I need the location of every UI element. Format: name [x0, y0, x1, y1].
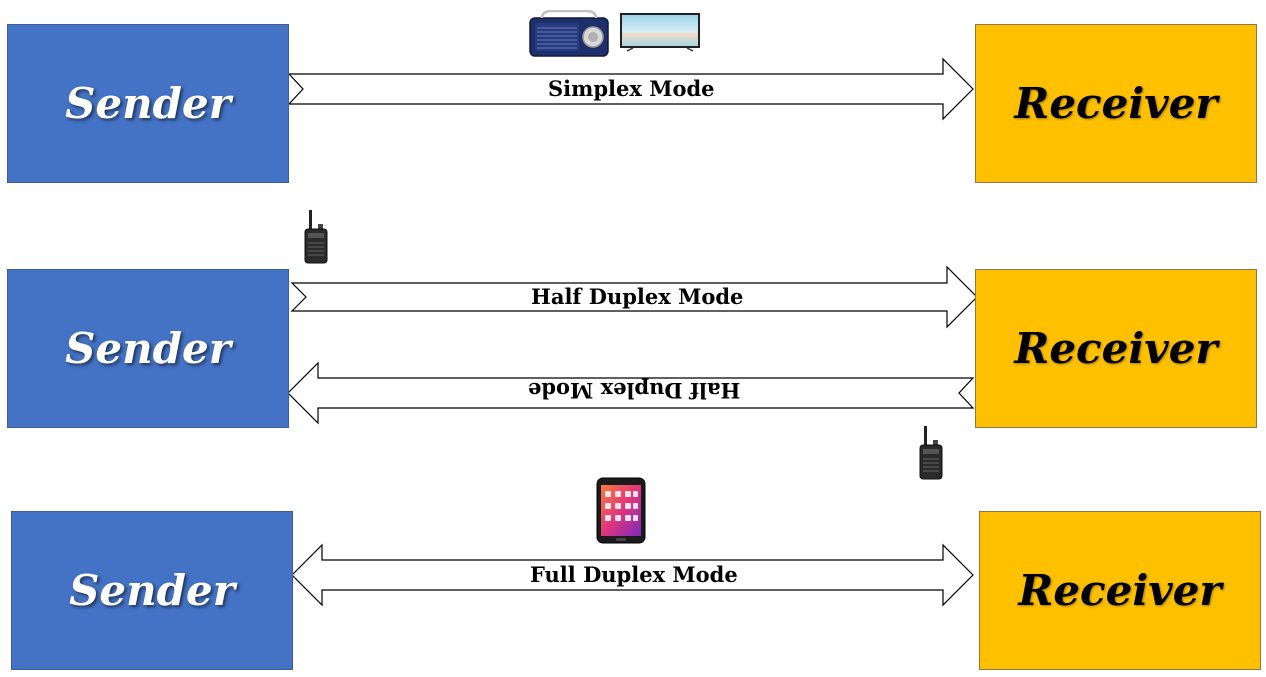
radio-icon	[529, 10, 609, 57]
sender-box-half-duplex: Sender	[7, 269, 289, 428]
smartphone-icon	[596, 477, 646, 544]
receiver-box-full-duplex: Receiver	[979, 511, 1261, 670]
half-duplex-reverse-mode-label: Half Duplex Mode	[528, 378, 741, 403]
simplex-mode-label: Simplex Mode	[548, 76, 715, 101]
half-duplex-forward-arrow	[290, 265, 978, 329]
walkie-talkie-icon	[919, 426, 943, 480]
sender-label: Sender	[65, 324, 231, 373]
full-duplex-mode-label: Full Duplex Mode	[530, 562, 738, 587]
sender-label: Sender	[65, 79, 231, 128]
full-duplex-arrow	[291, 543, 974, 607]
sender-box-simplex: Sender	[7, 24, 289, 183]
half-duplex-reverse-arrow	[287, 361, 975, 425]
sender-label: Sender	[69, 566, 235, 615]
walkie-talkie-icon	[304, 210, 328, 264]
receiver-label: Receiver	[1014, 79, 1218, 128]
half-duplex-mode-label: Half Duplex Mode	[531, 284, 744, 309]
sender-box-full-duplex: Sender	[11, 511, 293, 670]
receiver-box-half-duplex: Receiver	[975, 269, 1257, 428]
receiver-label: Receiver	[1018, 566, 1222, 615]
receiver-label: Receiver	[1014, 324, 1218, 373]
simplex-arrow	[287, 57, 974, 121]
television-icon	[620, 13, 700, 52]
receiver-box-simplex: Receiver	[975, 24, 1257, 183]
